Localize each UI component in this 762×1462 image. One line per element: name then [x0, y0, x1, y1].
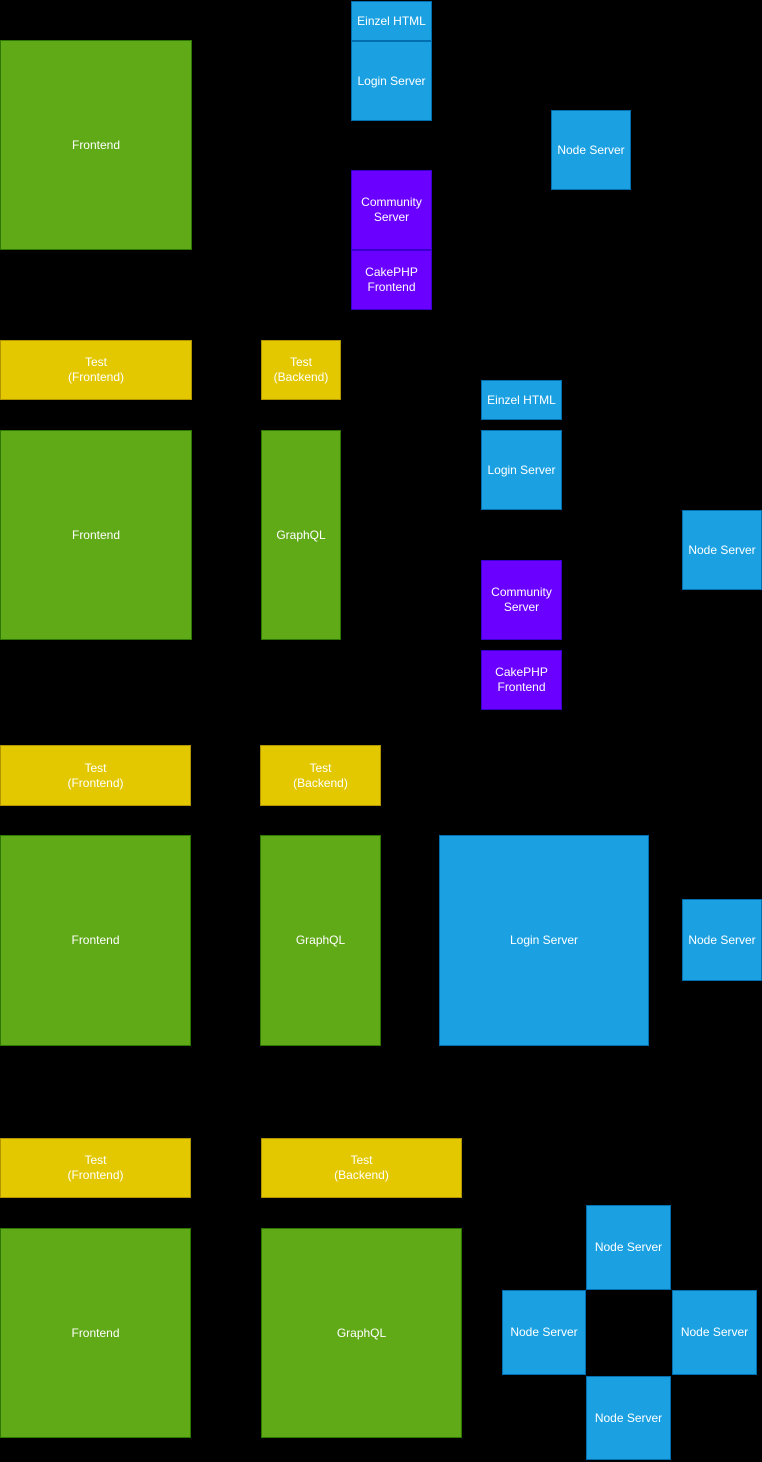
node-login-server-stage3[interactable]: Login Server: [439, 835, 649, 1046]
node-cakephp-frontend-stage1[interactable]: CakePHP Frontend: [351, 250, 432, 310]
node-label: GraphQL: [336, 1325, 387, 1340]
node-label: Test (Backend): [273, 355, 329, 384]
node-frontend-stage4[interactable]: Frontend: [0, 1228, 191, 1438]
node-label: Node Server: [680, 1325, 749, 1339]
node-node-server-west-stage4[interactable]: Node Server: [502, 1290, 586, 1375]
node-label: GraphQL: [276, 527, 326, 542]
node-graphql-stage2[interactable]: GraphQL: [261, 430, 341, 640]
node-label: Login Server: [509, 933, 579, 947]
node-label: Community Server: [361, 195, 422, 224]
node-node-server-north-stage4[interactable]: Node Server: [586, 1205, 671, 1290]
node-login-server-stage2[interactable]: Login Server: [481, 430, 562, 510]
node-einzel-html-stage1[interactable]: Einzel HTML: [351, 1, 432, 41]
node-label: Frontend: [71, 527, 121, 542]
node-login-server-stage1[interactable]: Login Server: [351, 41, 432, 121]
node-graphql-stage3[interactable]: GraphQL: [260, 835, 381, 1046]
node-cakephp-frontend-stage2[interactable]: CakePHP Frontend: [481, 650, 562, 710]
node-test-frontend-stage4[interactable]: Test (Frontend): [0, 1138, 191, 1198]
node-label: CakePHP Frontend: [495, 665, 548, 694]
node-node-server-south-stage4[interactable]: Node Server: [586, 1376, 671, 1460]
node-label: Frontend: [71, 933, 120, 947]
node-node-server-stage1[interactable]: Node Server: [551, 110, 631, 190]
node-label: Login Server: [487, 462, 556, 477]
node-label: Test (Frontend): [67, 355, 125, 384]
node-label: Node Server: [557, 142, 625, 157]
node-label: Test (Backend): [334, 1153, 389, 1182]
node-test-backend-stage2[interactable]: Test (Backend): [261, 340, 341, 400]
node-einzel-html-stage2[interactable]: Einzel HTML: [481, 380, 562, 420]
node-label: Test (Frontend): [67, 760, 124, 790]
node-label: Node Server: [594, 1240, 663, 1254]
node-test-backend-stage4[interactable]: Test (Backend): [261, 1138, 462, 1198]
node-label: Einzel HTML: [487, 392, 556, 407]
node-label: Einzel HTML: [357, 13, 426, 28]
node-label: Node Server: [594, 1410, 663, 1425]
node-community-server-stage1[interactable]: Community Server: [351, 170, 432, 250]
node-label: Login Server: [357, 73, 426, 88]
node-label: Node Server: [510, 1325, 578, 1339]
node-community-server-stage2[interactable]: Community Server: [481, 560, 562, 640]
node-node-server-stage3[interactable]: Node Server: [682, 899, 762, 981]
node-label: Frontend: [71, 137, 121, 152]
node-label: CakePHP Frontend: [365, 265, 418, 294]
node-node-server-east-stage4[interactable]: Node Server: [672, 1290, 757, 1375]
node-label: Test (Frontend): [67, 1153, 124, 1182]
node-label: GraphQL: [295, 933, 346, 947]
node-label: Node Server: [688, 932, 756, 947]
node-label: Frontend: [71, 1325, 120, 1340]
node-label: Node Server: [688, 542, 756, 557]
node-test-backend-stage3[interactable]: Test (Backend): [260, 745, 381, 806]
node-frontend-stage3[interactable]: Frontend: [0, 835, 191, 1046]
node-label: Community Server: [491, 585, 552, 614]
node-test-frontend-stage2[interactable]: Test (Frontend): [0, 340, 192, 400]
node-frontend-stage1[interactable]: Frontend: [0, 40, 192, 250]
node-graphql-stage4[interactable]: GraphQL: [261, 1228, 462, 1438]
node-frontend-stage2[interactable]: Frontend: [0, 430, 192, 640]
node-label: Test (Backend): [293, 760, 348, 790]
node-node-server-stage2[interactable]: Node Server: [682, 510, 762, 590]
node-test-frontend-stage3[interactable]: Test (Frontend): [0, 745, 191, 806]
